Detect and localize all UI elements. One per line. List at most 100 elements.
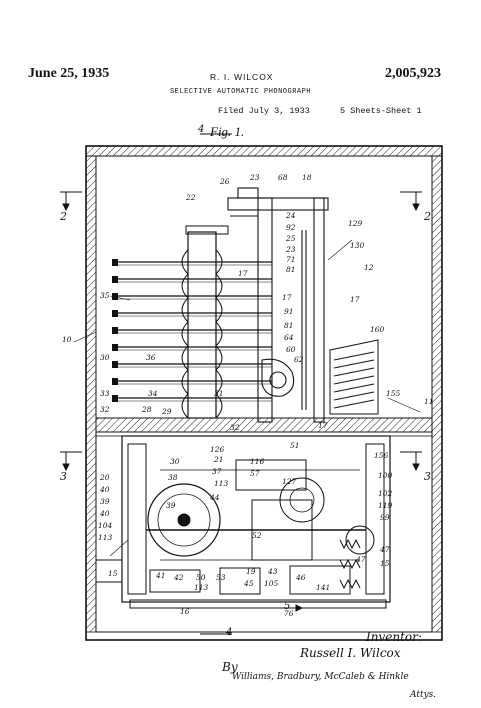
ref-numeral: 32 <box>100 405 110 414</box>
ref-numeral: 15 <box>380 559 390 568</box>
ref-numeral: 44 <box>209 493 220 502</box>
ref-numeral: 47 <box>355 555 366 564</box>
ref-numeral: 21 <box>213 455 224 464</box>
filed-date: Filed July 3, 1933 <box>218 106 310 116</box>
ref-numeral: 100 <box>378 471 393 480</box>
ref-numeral: 26 <box>219 177 230 186</box>
section-mark-right-mid: 3 <box>424 470 431 483</box>
ref-numeral: 50 <box>196 573 206 582</box>
ref-numeral: 113 <box>214 479 229 488</box>
ref-numeral: 81 <box>284 321 294 330</box>
ref-numeral: 23 <box>285 245 296 254</box>
ref-numeral: 160 <box>370 325 385 334</box>
ref-numeral: 42 <box>173 573 184 582</box>
coin-chute <box>329 339 379 415</box>
ref-numeral: 17 <box>318 421 328 430</box>
ref-numeral: 45 <box>243 579 254 588</box>
ref-numeral: 34 <box>148 389 158 398</box>
ref-numeral: 51 <box>290 441 300 450</box>
ref-numeral: 53 <box>216 573 226 582</box>
ref-numeral: 31 <box>214 389 224 398</box>
ref-numeral: 23 <box>249 173 260 182</box>
ref-numeral: 57 <box>250 469 260 478</box>
ref-numeral: 17 <box>350 295 360 304</box>
by-label: By <box>222 660 238 674</box>
section-mark-right-top: 2 <box>424 210 431 223</box>
figure-label: Fig. 1. <box>210 124 245 139</box>
ref-numeral: 47 <box>379 545 390 554</box>
ref-numeral: 15 <box>108 569 118 578</box>
ref-numeral: 43 <box>267 567 278 576</box>
ref-numeral: 37 <box>212 467 222 476</box>
ref-numeral: 71 <box>286 255 296 264</box>
ref-numeral: 18 <box>302 173 312 182</box>
sheet-count: 5 Sheets-Sheet 1 <box>340 106 422 116</box>
drive-mechanism <box>96 435 391 609</box>
ref-numeral: 38 <box>168 473 178 482</box>
section-mark-bottom: 4 <box>226 627 233 638</box>
ref-numeral: 19 <box>246 567 256 576</box>
ref-numeral: 113 <box>194 583 209 592</box>
ref-numeral: 30 <box>100 353 110 362</box>
ref-numeral: 127 <box>282 477 297 486</box>
ref-numeral: 33 <box>100 389 110 398</box>
ref-numeral: 25 <box>285 234 296 243</box>
ref-numeral: 29 <box>161 407 172 416</box>
ref-numeral: 22 <box>185 193 196 202</box>
ref-numeral: 141 <box>316 583 330 592</box>
ref-numeral: 46 <box>295 573 306 582</box>
ref-numeral: 62 <box>294 355 304 364</box>
record-magazine <box>112 225 272 419</box>
ref-numeral: 12 <box>364 263 374 272</box>
ref-numeral: 76 <box>284 609 294 618</box>
ref-numeral: 116 <box>250 457 265 466</box>
ref-numeral: 36 <box>146 353 156 362</box>
ref-numeral: 129 <box>348 219 363 228</box>
cabinet-frame <box>85 145 443 641</box>
ref-numeral: 99 <box>380 513 390 522</box>
ref-numeral: 60 <box>286 345 296 354</box>
inventor-caption: Inventor: <box>366 630 422 644</box>
ref-numeral: 41 <box>155 571 166 580</box>
ref-numeral: 28 <box>141 405 152 414</box>
patent-title: SELECTIVE AUTOMATIC PHONOGRAPH <box>169 88 312 96</box>
inventor-name: R. I. WILCOX <box>210 72 274 82</box>
ref-numeral: 130 <box>350 241 365 250</box>
ref-numeral: 156 <box>374 451 389 460</box>
ref-numeral: 126 <box>210 445 225 454</box>
ref-numeral: 92 <box>286 223 296 232</box>
section-mark-left-mid: 3 <box>60 470 67 483</box>
ref-numeral: 64 <box>284 333 294 342</box>
ref-numeral: 17 <box>238 269 248 278</box>
ref-numeral: 39 <box>100 497 110 506</box>
ref-numeral: 155 <box>386 389 401 398</box>
ref-numeral: 39 <box>166 501 176 510</box>
inventor-signature: Russell I. Wilcox <box>300 646 401 660</box>
ref-numeral: 91 <box>284 307 294 316</box>
ref-numeral: 105 <box>264 579 279 588</box>
section-mark-five: 5 <box>284 601 291 612</box>
ref-numeral: 24 <box>285 211 296 220</box>
section-lines <box>60 133 422 635</box>
ref-numeral: 11 <box>424 397 434 406</box>
ref-numeral: 81 <box>286 265 296 274</box>
patent-number: 2,005,923 <box>385 66 441 81</box>
ref-numeral: 119 <box>378 501 393 510</box>
ref-numeral: 30 <box>170 457 180 466</box>
ref-numeral: 104 <box>98 521 113 530</box>
ref-numeral: 40 <box>99 485 110 494</box>
section-mark-top: 4 <box>198 124 205 135</box>
leader-lines <box>73 239 421 557</box>
ref-numeral: 16 <box>180 607 190 616</box>
ref-numeral: 32 <box>230 423 240 432</box>
attys-label: Attys. <box>410 690 437 700</box>
ref-numeral: 113 <box>98 533 113 542</box>
patent-date: June 25, 1935 <box>28 66 110 81</box>
ref-numeral: 17 <box>282 293 292 302</box>
ref-numeral: 40 <box>99 509 110 518</box>
ref-numeral: 68 <box>278 173 288 182</box>
ref-numeral: 102 <box>378 489 393 498</box>
ref-numeral: 35 <box>100 291 110 300</box>
